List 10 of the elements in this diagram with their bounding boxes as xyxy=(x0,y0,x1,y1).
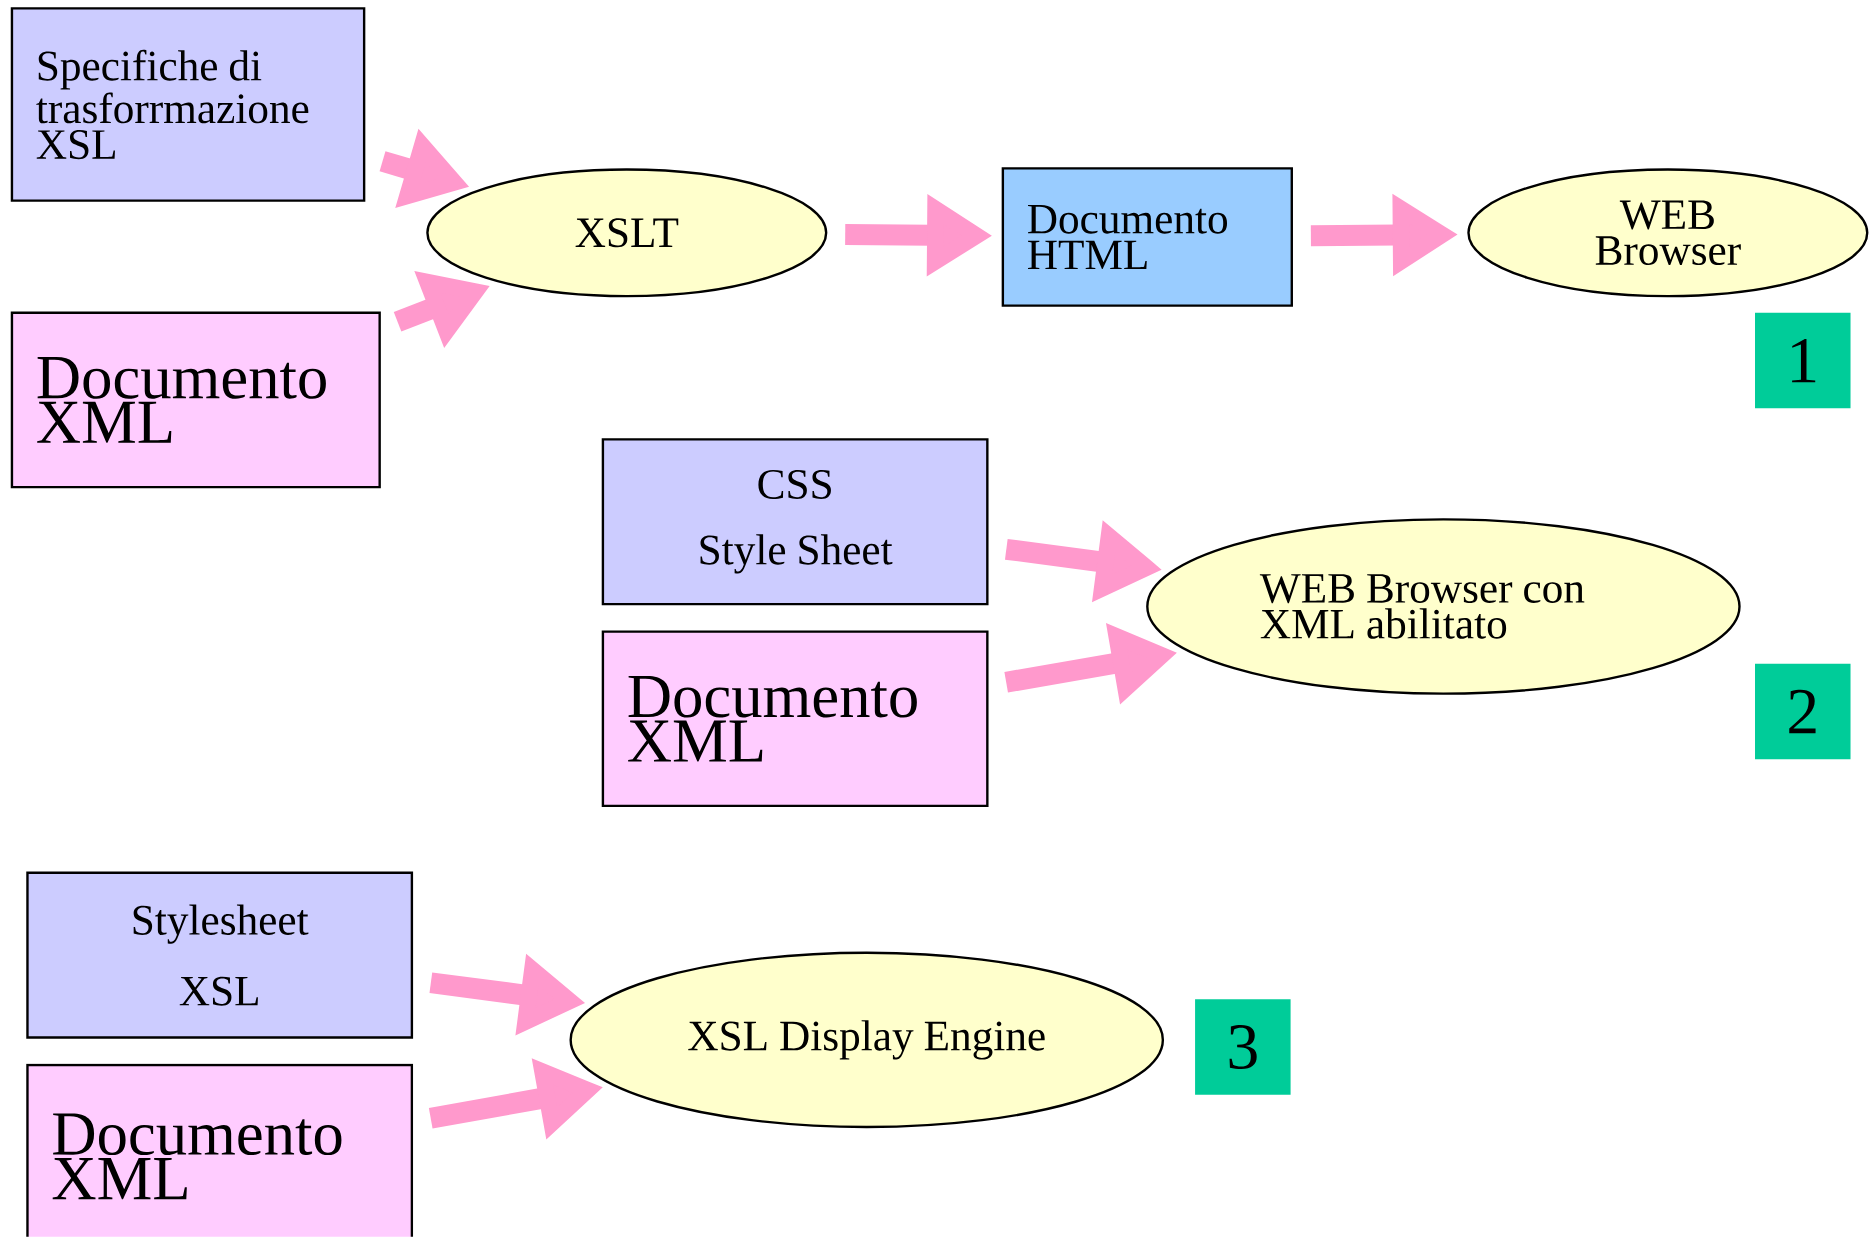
callout-number: 3 xyxy=(1195,999,1291,1095)
text-box: Documento XML xyxy=(26,1063,414,1237)
text-box: Specifiche di trasforrmazione XSL xyxy=(10,7,366,202)
text-box: Documento HTML xyxy=(1001,167,1293,307)
callout-number: 2 xyxy=(1755,663,1851,760)
text-box: Documento XML xyxy=(601,630,989,808)
text-box: CSS Style Sheet xyxy=(601,438,989,606)
callout-number: 1 xyxy=(1755,312,1851,409)
text-box: Stylesheet XSL xyxy=(26,871,414,1039)
text-box: Documento XML xyxy=(10,311,381,489)
